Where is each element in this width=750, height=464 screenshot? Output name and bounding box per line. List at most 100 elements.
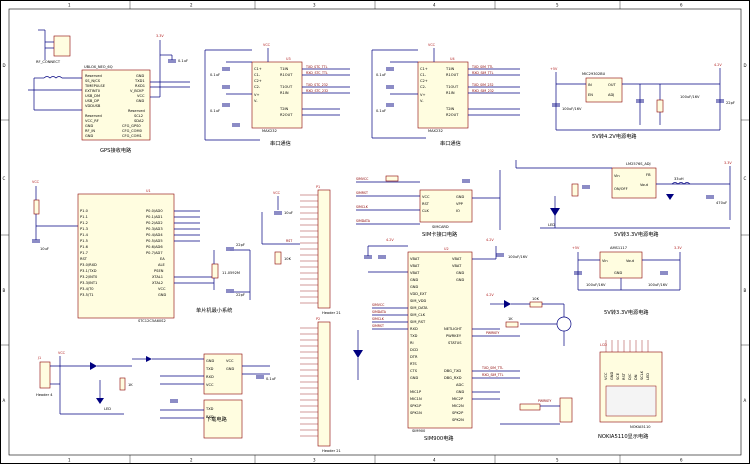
usb-header [39,361,51,389]
lcd-pin: VCC [604,372,608,380]
border-col-2-bottom: 2 [190,458,193,463]
mcu-ic [77,193,175,319]
sim-card-name: SIMCARD [432,225,449,229]
mcu-pin: P1.0 [80,209,89,213]
ams-pin: Vout [626,259,635,263]
gsm-section-title: SIM900电路 [424,434,454,442]
border-col-4-bottom: 4 [433,458,436,463]
gps-pin-left: VDDUSB [85,104,101,108]
gps-pin-right: TXD1 [134,79,145,83]
crystal-cap-value: 22pF [236,243,245,247]
gps-pin-left: RF_IN [85,129,95,133]
gsm-pin: DBG_TXD [444,369,461,373]
usb-header-ref: J1 [37,356,41,360]
download-cap-value: 0.1uF [266,377,276,381]
gsm-net-dbg: TXD_SIM_TTL [481,366,503,370]
serial-b-section-title: 串口通信 [440,139,461,147]
gps-pin-right: V_BCKP [130,89,145,93]
reg42-cap-value: 100uF/16V [680,95,700,99]
reg42-out-label: 4.2V [714,63,722,67]
reset-vcc: VCC [273,191,281,195]
ldo-pin: IN [588,83,592,87]
mcu-pin: P0.2/AD2 [146,221,163,225]
reset-cap [274,211,282,215]
max-a-pin: T2IN [279,107,289,111]
ams-in: +5V [572,246,580,250]
ams-caps [574,271,668,275]
reg42-cap-value: 22pF [726,101,735,105]
gps-section-title: GPS接收电路 [100,146,132,154]
mcu-pin: P3.1/TXD [80,269,97,273]
dl-pin: TXD [205,367,214,371]
lcd-screen [605,385,657,417]
max-a-pin: T1IN [279,67,289,71]
ams-out: 3.3V [674,246,682,250]
ams1117-block: AMS1117 Vin Vout GND +5V 3.3V 100uF/16V … [572,246,682,316]
gsm-pin: VBAT [452,257,462,261]
download-section-title: 下载电路 [206,415,228,423]
border-row-a-right: A [744,398,747,403]
sim-net-rst: SIMRST [356,191,368,195]
gsm-pin: MIC1P [410,390,422,394]
max-a-pin: T1OUT [279,85,293,89]
max232-b-vcc: VCC [428,43,436,47]
lm-pin: Vin [614,174,620,178]
dl-pin: GND [206,359,214,363]
mcu-pin: P1.7 [80,251,88,255]
gps-pin-right: VCC [137,94,145,98]
gps-pin-left: USB_DP [85,99,100,103]
mcu-ref: U1 [146,189,151,193]
max-a-pin: V- [254,99,258,103]
header-b-body [317,321,331,447]
mcu-pin: P1.3 [80,227,88,231]
lm2576-ic [611,167,657,199]
gsm-pin: NETLIGHT [444,327,463,331]
gsm-cap-value: 100uF/16V [508,255,528,259]
gps-pin-left: EXTINT0 [85,89,101,93]
gps-pin-left: USB_DM [85,94,100,98]
lcd-pin: SCE [616,372,620,380]
gps-cap-value: 0.1uF [178,59,188,63]
resistor [656,99,664,113]
sim-pin: IO [456,209,460,213]
max-b-pin: V- [420,99,424,103]
mcu-pin: P1.1 [80,215,88,219]
ldo-4v2-ic [585,77,623,103]
border-row-b-right: B [744,288,747,293]
gsm-pin: SPK1P [410,404,422,408]
lcd-pin: D/C [628,373,632,380]
gps-pin-left: SS_N/CS [85,79,101,83]
lcd-pin: RST [622,372,626,380]
download-res: 1K [128,383,133,387]
gsm-pin: SIM_RST [410,320,426,324]
resistor [385,175,399,182]
mcu-pin: RST [80,257,88,261]
gsm-name: SIM900 [412,429,426,433]
gsm-led-supply: 4.2V [486,293,494,297]
max-b-pin: R1OUT [446,73,459,77]
max232-b-left-pins: C1+ C1- C2+ C2- V+ V- [420,67,428,103]
led-symbol [504,300,511,308]
diode-symbol [146,356,152,362]
gps-pin-left: TIMEPULSE [84,84,106,88]
gsm-pin: DTR [410,355,418,359]
resistor [505,321,519,328]
serial-comm-b-block: U4 MAX232 VCC C1+ C1- C2+ C2- V+ V- T1IN… [371,43,520,147]
gps-pin-left: Reserved [85,114,102,118]
transistor-symbol [556,316,572,332]
reg33-led: LED [548,223,555,227]
gsm-pin: MIC2N [452,404,464,408]
gsm-pin: SPK2P [452,411,464,415]
reg-4v2-block: MIC29302BU IN EN OUT ADJ +5V 4.2V 100uF/… [550,63,735,140]
mcu-section-title: 单片机最小系统 [196,306,232,314]
max-b-pin: T1OUT [445,85,459,89]
gsm-module-ic [407,251,473,429]
max232-b-name: MAX232 [428,129,443,133]
gsm-input-caps [364,253,504,259]
gsm-ref: U2 [444,247,449,251]
reset-cap-value: 10uF [284,211,293,215]
net-label: RXD_STC_232 [306,89,328,93]
gps-module-name: UBLOX_NEO_6Q [84,65,113,69]
gsm-pin: DCD [410,348,418,352]
